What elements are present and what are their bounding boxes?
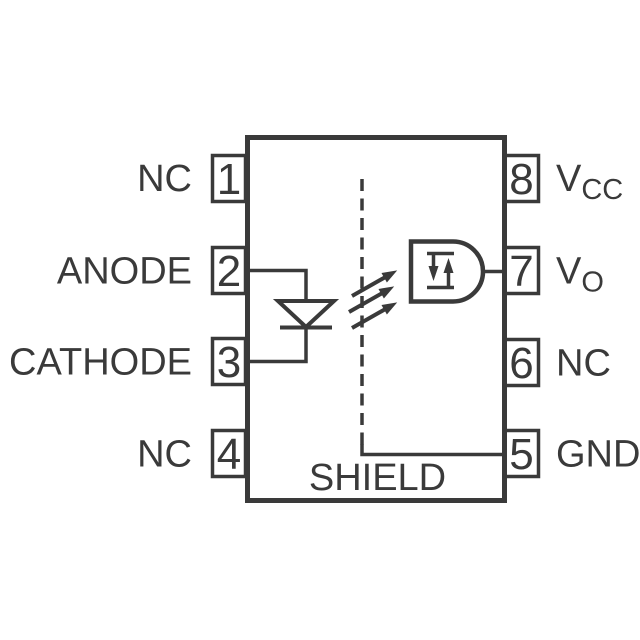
photodetector-symbol: [408, 239, 504, 304]
pin-box-5: [502, 428, 541, 479]
light-arrow-2: [348, 286, 395, 314]
pin-number-2: 2: [217, 247, 241, 296]
shield-label: SHIELD: [309, 457, 446, 499]
pin-number-7: 7: [509, 247, 533, 296]
vcc-main: V: [556, 158, 582, 200]
light-arrows-icon: [348, 270, 398, 330]
pin-number-4: 4: [217, 430, 241, 479]
light-arrow-3: [351, 302, 398, 330]
vo-main: V: [556, 251, 582, 293]
light-arrow-1-head: [381, 270, 398, 283]
diode-triangle: [272, 299, 340, 330]
pin-box-1: [210, 153, 248, 204]
pin-box-4: [210, 428, 248, 479]
pin-label-anode: ANODE: [57, 251, 192, 293]
vcc-subscript: CC: [581, 174, 623, 206]
light-arrow-3-shaft: [351, 306, 387, 330]
pin-number-5: 5: [509, 430, 533, 479]
pin-box-6: [502, 337, 541, 388]
light-arrow-2-head: [378, 286, 395, 299]
detector-up-arrow-head: [443, 258, 454, 273]
pin-number-3: 3: [217, 338, 241, 387]
pin-label-vcc: VCC: [556, 158, 623, 206]
cathode-wire: [245, 327, 308, 364]
pin-box-7: [502, 245, 541, 296]
pin-number-1: 1: [217, 155, 241, 204]
detector-gate-outline: [408, 239, 486, 304]
pin-label-vo: VO: [556, 251, 604, 299]
pin-box-8: [502, 153, 541, 204]
pin-number-6: 6: [509, 339, 533, 388]
pin-number-8: 8: [509, 155, 533, 204]
light-arrow-1-shaft: [351, 274, 387, 298]
detector-down-arrow-head: [428, 266, 439, 281]
pin-label-nc-1: NC: [137, 158, 192, 200]
light-arrow-3-head: [381, 302, 398, 315]
light-arrow-2-shaft: [348, 290, 384, 314]
ic-body-outline: [245, 135, 507, 503]
pin-label-gnd: GND: [556, 434, 640, 476]
pin-label-cathode: CATHODE: [9, 342, 192, 384]
pin-label-nc-4: NC: [137, 434, 192, 476]
led-emitter-symbol: [245, 268, 340, 364]
shield-to-gnd-wire: [360, 444, 503, 457]
pin-label-nc-6: NC: [556, 343, 611, 385]
vo-subscript: O: [581, 267, 604, 299]
anode-wire: [245, 268, 308, 301]
light-arrow-1: [351, 270, 398, 298]
